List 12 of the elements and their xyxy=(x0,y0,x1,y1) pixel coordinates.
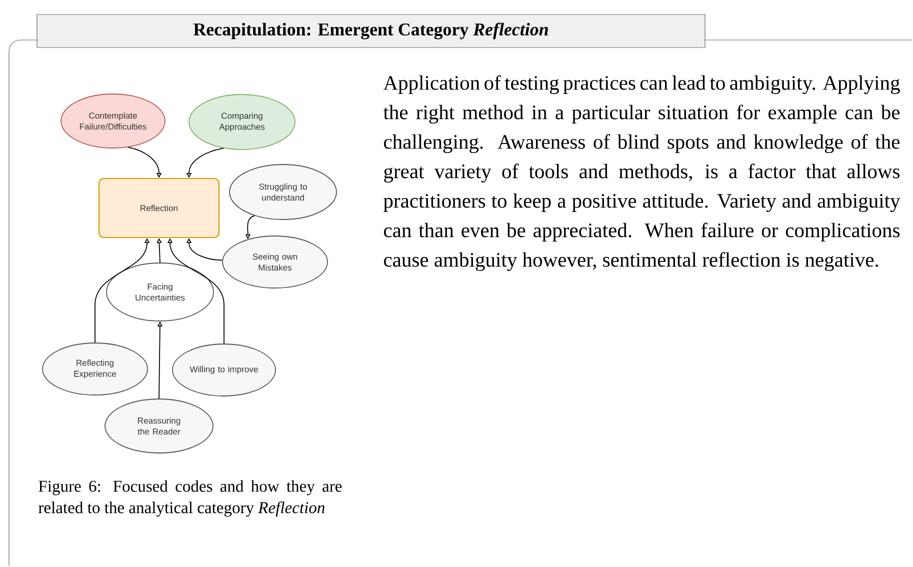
ellipse-node: Reflecting Experience xyxy=(42,342,148,396)
ellipse-node: Contemplate Failure/Difficulties xyxy=(60,94,166,148)
ellipse-node: Seeing own Mistakes xyxy=(222,236,328,288)
ellipse-node: Reassuring the Reader xyxy=(104,398,214,454)
title-tab: Recapitulation: Emergent Category Reflection xyxy=(36,14,706,48)
paragraph: Application of testing practices can lead to ambiguity. Applying the right method in a particular situation for example can be challenging. Awareness of blind spots and knowledge of the great variety of tools and methods, is a factor that allows practitioners to keep a positive attitude. Variety and ambiguity can than even be appreciated. When failure or complications cause ambiguity however, sentimental reflection is negative. xyxy=(383,75,900,271)
ellipse-node: Willing to improve xyxy=(172,344,276,396)
ellipse-node: Facing Uncertainties xyxy=(106,262,214,322)
ellipse-node: Struggling to understand xyxy=(229,164,337,220)
process-box: Reflection xyxy=(98,178,220,238)
figure-caption: Figure 6: Focused codes and how they are related to the analytical category Reflection xyxy=(38,480,342,517)
ellipse-node: Comparing Approaches xyxy=(188,94,296,150)
